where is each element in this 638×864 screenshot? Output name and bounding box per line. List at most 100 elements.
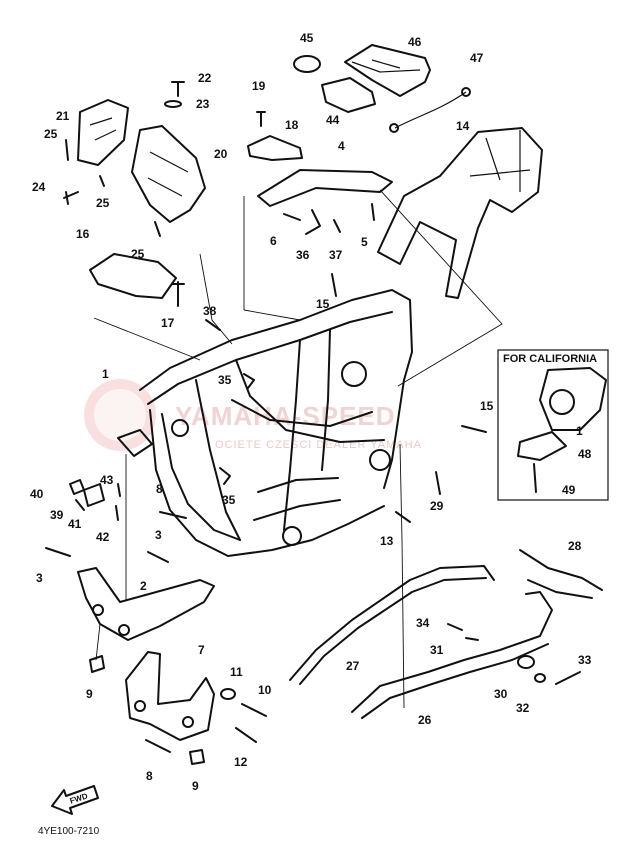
bolt-15b — [461, 425, 487, 433]
callout-c35a: 35 — [218, 373, 232, 387]
callout-c41: 41 — [68, 517, 82, 531]
callout-c46: 46 — [408, 35, 422, 49]
bolt-24 — [63, 191, 79, 205]
callout-c27: 27 — [346, 659, 360, 673]
bolt-17 — [171, 281, 185, 307]
callout-c26: 26 — [418, 713, 432, 727]
engine-brackets — [77, 567, 267, 765]
cover-20 — [131, 125, 206, 223]
bolt-19 — [256, 111, 266, 127]
bolt-38 — [205, 319, 221, 331]
bracket-18 — [247, 135, 303, 161]
callout-c38: 38 — [203, 304, 217, 318]
pad-44 — [321, 77, 376, 113]
callout-c16: 16 — [76, 227, 90, 241]
bolt-13 — [395, 511, 411, 523]
bolt-8a — [159, 511, 187, 519]
bolt-43 — [117, 483, 121, 497]
leader-lines — [93, 189, 503, 709]
callout-c24: 24 — [32, 180, 46, 194]
callout-c49: 49 — [562, 483, 576, 497]
bolt-31 — [465, 637, 479, 641]
watermark: YAMAHA-SPEED OCIETE CZEŚCI DEALER YAMAHA — [84, 379, 422, 451]
callout-c9a: 9 — [86, 687, 93, 701]
callout-c29: 29 — [430, 499, 444, 513]
bolt-10 — [241, 703, 267, 717]
callout-c8b: 8 — [146, 769, 153, 783]
callout-c47: 47 — [470, 51, 484, 65]
part-code: 4YE100-7210 — [38, 826, 100, 837]
cover-21 — [77, 99, 129, 166]
bar-27 — [289, 565, 495, 681]
callout-c39: 39 — [50, 508, 64, 522]
bolt-8b — [145, 739, 171, 753]
callout-c37: 37 — [329, 248, 343, 262]
callout-c7: 7 — [198, 643, 205, 657]
nut-30 — [517, 655, 535, 669]
inset-box — [497, 349, 609, 501]
bolt-29 — [435, 471, 441, 495]
bolt-6 — [283, 213, 301, 221]
footrest-bars — [289, 549, 603, 719]
callout-c3a: 3 — [36, 571, 43, 585]
ring-45 — [293, 55, 321, 73]
callout-c44: 44 — [326, 113, 340, 127]
callout-c12: 12 — [234, 755, 248, 769]
bar-26 — [351, 591, 553, 713]
bolt-34 — [447, 623, 463, 631]
bracket-4 — [257, 169, 393, 207]
callout-c45: 45 — [300, 31, 314, 45]
nut-9a — [89, 655, 105, 673]
top-parts — [63, 44, 543, 331]
callout-c40: 40 — [30, 487, 44, 501]
callout-c28: 28 — [568, 539, 582, 553]
watermark-subtitle: OCIETE CZEŚCI DEALER YAMAHA — [215, 438, 422, 451]
bolt-3a — [45, 547, 71, 557]
bolt-37 — [333, 219, 341, 233]
callout-c3b: 3 — [155, 528, 162, 542]
bracket-36 — [305, 209, 321, 235]
fender-stay-14 — [377, 127, 543, 299]
callout-c33: 33 — [578, 653, 592, 667]
bolt-39 — [75, 499, 85, 511]
clip-35b — [219, 467, 231, 485]
inset-title: FOR CALIFORNIA — [503, 353, 597, 365]
pin-25b — [99, 175, 105, 187]
callout-c11: 11 — [230, 665, 243, 679]
callout-c13: 13 — [380, 534, 394, 548]
callout-c17: 17 — [161, 316, 175, 330]
callout-c15b: 15 — [480, 399, 494, 413]
callout-c43: 43 — [100, 473, 114, 487]
callout-c42: 42 — [96, 530, 110, 544]
bracket-48 — [517, 431, 567, 461]
callout-c8a: 8 — [156, 482, 163, 496]
callout-c48: 48 — [578, 447, 592, 461]
bracket-16 — [89, 253, 177, 299]
washer-32 — [534, 673, 546, 683]
callout-c36: 36 — [296, 248, 310, 262]
callout-c25a: 25 — [44, 127, 58, 141]
small-parts — [45, 373, 487, 563]
bolt-49 — [533, 463, 537, 493]
callout-c22: 22 — [198, 71, 212, 85]
collar-11 — [220, 688, 236, 700]
callout-c5: 5 — [361, 235, 368, 249]
bolt-5 — [371, 203, 375, 221]
callout-c4: 4 — [338, 139, 345, 153]
bolt-12 — [235, 727, 257, 743]
callout-c31: 31 — [430, 643, 444, 657]
callout-c30: 30 — [494, 687, 508, 701]
callout-c25b: 25 — [96, 196, 110, 210]
washer-23 — [164, 100, 182, 108]
callout-c32: 32 — [516, 701, 530, 715]
bracket-46 — [344, 44, 431, 97]
callout-c20: 20 — [214, 147, 228, 161]
callout-c9b: 9 — [192, 779, 199, 793]
nut-40 — [69, 479, 85, 495]
bracket-7 — [125, 651, 215, 741]
main-frame-1 — [117, 289, 413, 557]
callout-c19: 19 — [252, 79, 266, 93]
bar-28 — [519, 549, 603, 591]
callout-c1a: 1 — [102, 367, 109, 381]
